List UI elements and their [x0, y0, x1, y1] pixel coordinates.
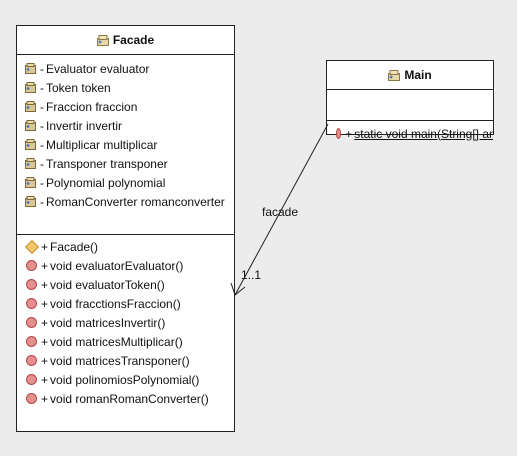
association-role-label: facade — [262, 205, 299, 219]
main-class-header: Main — [327, 61, 493, 90]
visibility-marker: + — [41, 277, 49, 292]
method-icon — [336, 128, 342, 139]
visibility-marker: - — [40, 156, 44, 171]
facade-methods: +Facade()+void evaluatorEvaluator()+void… — [17, 235, 234, 408]
method-row[interactable]: +void fracctionsFraccion() — [17, 294, 234, 313]
attribute-text: Multiplicar multiplicar — [46, 137, 158, 152]
attribute-text: Evaluator evaluator — [46, 61, 150, 76]
field-icon — [25, 196, 36, 207]
facade-class-header: Facade — [17, 26, 234, 55]
field-icon — [25, 177, 36, 188]
attribute-row[interactable]: -Invertir invertir — [17, 116, 234, 135]
method-row[interactable]: +Facade() — [17, 237, 234, 256]
visibility-marker: - — [40, 175, 44, 190]
method-text: void romanRomanConverter() — [50, 391, 209, 406]
attribute-text: Transponer transponer — [46, 156, 168, 171]
attribute-row[interactable]: -Transponer transponer — [17, 154, 234, 173]
visibility-marker: + — [41, 334, 49, 349]
method-text: void evaluatorToken() — [50, 277, 165, 292]
attribute-row[interactable]: -Multiplicar multiplicar — [17, 135, 234, 154]
attribute-row[interactable]: -RomanConverter romanconverter — [17, 192, 234, 211]
method-row[interactable]: +void evaluatorToken() — [17, 275, 234, 294]
visibility-marker: - — [40, 194, 44, 209]
attribute-text: Token token — [46, 80, 111, 95]
attribute-row[interactable]: -Fraccion fraccion — [17, 97, 234, 116]
main-attributes — [327, 90, 493, 121]
class-icon — [96, 34, 109, 46]
attribute-row[interactable]: -Polynomial polynomial — [17, 173, 234, 192]
visibility-marker: + — [41, 353, 49, 368]
attribute-text: Fraccion fraccion — [46, 99, 138, 114]
field-icon — [25, 139, 36, 150]
method-row[interactable]: +void matricesInvertir() — [17, 313, 234, 332]
method-row[interactable]: +void matricesMultiplicar() — [17, 332, 234, 351]
attribute-row[interactable]: -Token token — [17, 78, 234, 97]
main-methods: +static void main(String[] ar — [327, 121, 493, 143]
facade-attributes: -Evaluator evaluator-Token token-Fraccio… — [17, 55, 234, 235]
attribute-row[interactable]: -Evaluator evaluator — [17, 59, 234, 78]
method-icon — [26, 298, 37, 309]
method-icon — [26, 260, 37, 271]
visibility-marker: - — [40, 118, 44, 133]
method-text: void matricesInvertir() — [50, 315, 166, 330]
method-row[interactable]: +static void main(String[] ar — [327, 124, 493, 143]
visibility-marker: + — [41, 391, 49, 406]
method-text: static void main(String[] ar — [354, 126, 493, 141]
main-class-name: Main — [404, 68, 432, 82]
visibility-marker: - — [40, 80, 44, 95]
method-text: void matricesMultiplicar() — [50, 334, 183, 349]
visibility-marker: + — [345, 126, 353, 141]
method-icon — [26, 355, 37, 366]
method-text: void polinomiosPolynomial() — [50, 372, 200, 387]
visibility-marker: + — [41, 239, 49, 254]
method-icon — [26, 374, 37, 385]
field-icon — [25, 158, 36, 169]
method-icon — [26, 279, 37, 290]
method-text: void evaluatorEvaluator() — [50, 258, 184, 273]
field-icon — [25, 101, 36, 112]
facade-class[interactable]: Facade -Evaluator evaluator-Token token-… — [16, 25, 235, 432]
method-icon — [26, 393, 37, 404]
attribute-text: Polynomial polynomial — [46, 175, 166, 190]
visibility-marker: + — [41, 258, 49, 273]
visibility-marker: + — [41, 372, 49, 387]
method-row[interactable]: +void romanRomanConverter() — [17, 389, 234, 408]
attribute-text: RomanConverter romanconverter — [46, 194, 225, 209]
visibility-marker: + — [41, 315, 49, 330]
method-icon — [26, 336, 37, 347]
method-icon — [26, 317, 37, 328]
method-text: void fracctionsFraccion() — [50, 296, 181, 311]
method-row[interactable]: +void polinomiosPolynomial() — [17, 370, 234, 389]
facade-class-name: Facade — [112, 33, 155, 47]
method-text: Facade() — [50, 239, 99, 254]
visibility-marker: - — [40, 99, 44, 114]
visibility-marker: + — [41, 296, 49, 311]
attribute-text: Invertir invertir — [46, 118, 123, 133]
method-text: void matricesTransponer() — [50, 353, 190, 368]
field-icon — [25, 82, 36, 93]
visibility-marker: - — [40, 137, 44, 152]
association-multiplicity-label: 1..1 — [241, 268, 262, 282]
field-icon — [25, 63, 36, 74]
main-class[interactable]: Main +static void main(String[] ar — [326, 60, 494, 141]
visibility-marker: - — [40, 61, 44, 76]
method-row[interactable]: +void matricesTransponer() — [17, 351, 234, 370]
class-icon — [388, 69, 401, 81]
field-icon — [25, 120, 36, 131]
method-row[interactable]: +void evaluatorEvaluator() — [17, 256, 234, 275]
